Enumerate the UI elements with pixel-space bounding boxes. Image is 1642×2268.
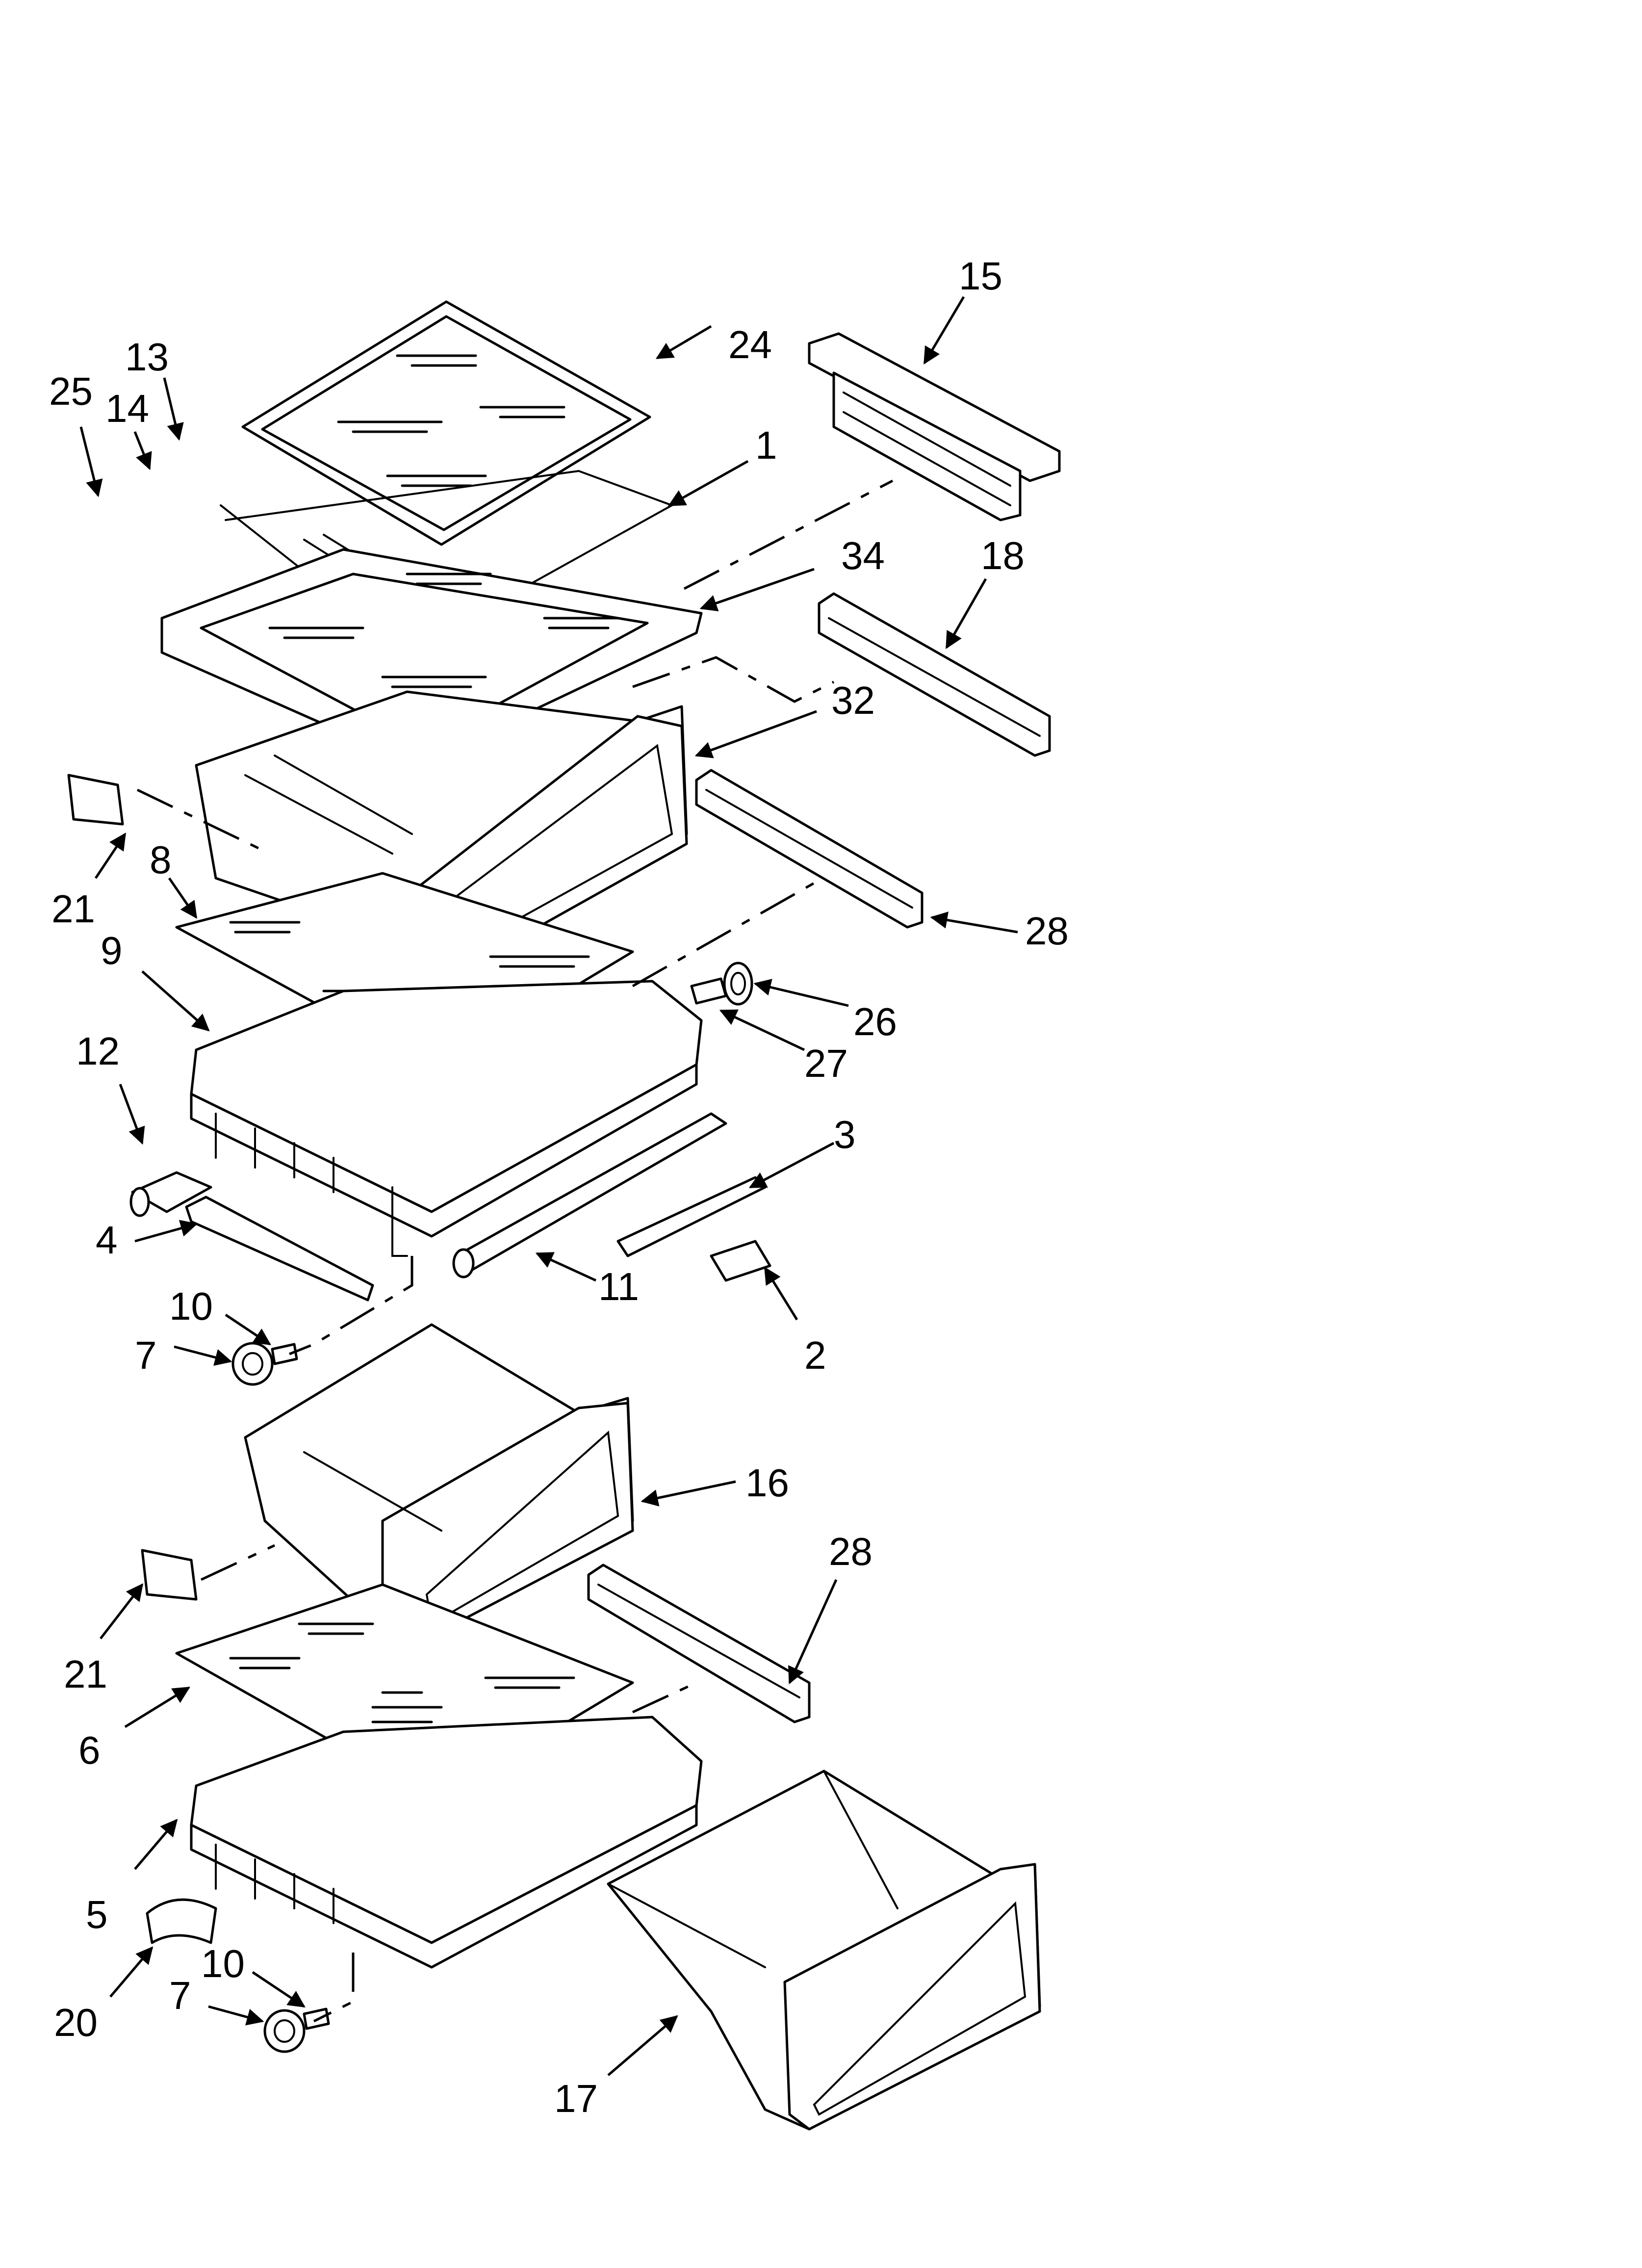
- callout-32: 32: [831, 678, 875, 722]
- part-11-trim-strip: [452, 1112, 727, 1278]
- callout-34: 34: [841, 534, 885, 577]
- callout-16: 16: [745, 1461, 789, 1505]
- callout-10-upper: 10: [169, 1284, 213, 1328]
- part-12-clip: [129, 1171, 212, 1217]
- callout-27: 27: [804, 1042, 848, 1085]
- callout-1: 1: [755, 423, 777, 467]
- part-17-pan-drawer: [607, 1770, 1041, 2131]
- part-27-screw: [690, 977, 727, 1005]
- callout-4: 4: [96, 1218, 118, 1262]
- leader-lines: [79, 296, 1018, 2076]
- callout-20: 20: [54, 2001, 98, 2044]
- callout-14: 14: [105, 387, 149, 430]
- part-5-crisper-frame: [190, 1716, 703, 1969]
- part-4-trim: [185, 1196, 374, 1302]
- callout-28-upper: 28: [1025, 909, 1069, 953]
- callout-15: 15: [959, 254, 1002, 298]
- callout-26: 26: [853, 1000, 897, 1043]
- part-28-slide-rail-upper: [695, 769, 924, 929]
- part-26-knob: [723, 962, 753, 1006]
- callout-28-lower: 28: [829, 1530, 872, 1573]
- callout-8: 8: [150, 838, 172, 882]
- callout-25: 25: [49, 369, 93, 413]
- callout-9: 9: [101, 929, 123, 972]
- callout-11: 11: [598, 1265, 639, 1308]
- callout-7-upper: 7: [135, 1333, 157, 1377]
- callout-6: 6: [78, 1728, 101, 1772]
- part-16-crisper-drawer: [244, 1323, 634, 1640]
- alignment-lines: [136, 479, 894, 2023]
- part-24-glass-shelf: [241, 300, 651, 546]
- callout-24: 24: [728, 323, 772, 366]
- part-7-roller-lower: [263, 2009, 306, 2053]
- part-34-crisper-cover: [160, 548, 703, 767]
- part-7-roller-upper: [231, 1342, 274, 1386]
- part-28-slide-rail-lower: [587, 1564, 811, 1723]
- callout-7-lower: 7: [169, 1974, 191, 2017]
- part-9-crisper-frame: [190, 980, 703, 1257]
- part-15-rail-assembly: [808, 332, 1061, 521]
- callout-12: 12: [76, 1029, 120, 1073]
- callout-17: 17: [554, 2077, 598, 2120]
- callout-10-lower: 10: [201, 1942, 245, 1985]
- part-2-clip: [710, 1240, 771, 1282]
- callout-2: 2: [804, 1333, 826, 1377]
- callout-18: 18: [981, 534, 1025, 577]
- part-21-clip-upper: [67, 774, 124, 826]
- callout-3: 3: [834, 1113, 856, 1156]
- part-20-cover: [146, 1898, 217, 1944]
- callout-13: 13: [125, 335, 169, 379]
- callout-5: 5: [86, 1893, 108, 1936]
- callout-21-lower: 21: [64, 1652, 107, 1696]
- part-18-slide-rail: [818, 592, 1051, 757]
- part-10-screw-upper: [271, 1343, 298, 1365]
- callout-21-upper: 21: [51, 887, 95, 931]
- callout-labels: 15 24 13 25 14 1 34 18 32 21 8 28 9 26 2…: [49, 254, 1069, 2120]
- part-21-clip-lower: [141, 1549, 198, 1601]
